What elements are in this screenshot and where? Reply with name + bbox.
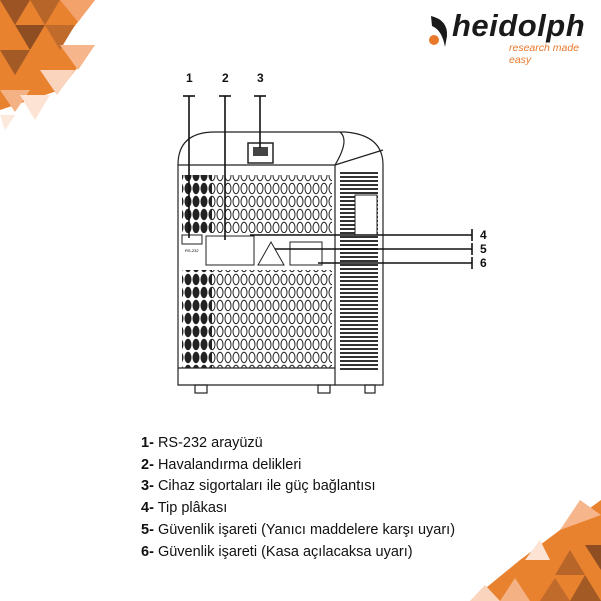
legend-item: 6- Güvenlik işareti (Kasa açılacaksa uya… <box>141 543 413 560</box>
callout-number-6: 6 <box>480 256 487 270</box>
legend-item: 2- Havalandırma delikleri <box>141 456 302 473</box>
logo-wordmark: heidolph <box>452 8 586 43</box>
callout-number-4: 4 <box>480 228 487 242</box>
type-plate <box>205 235 255 266</box>
callout-number-1: 1 <box>186 71 193 85</box>
callout-number-3: 3 <box>257 71 264 85</box>
warning-label-housing <box>289 241 323 266</box>
side-switch <box>354 194 378 236</box>
port-label: RS-232 <box>185 248 199 253</box>
rs232-port-icon <box>181 234 203 245</box>
legend-item: 4- Tip plâkası <box>141 500 228 517</box>
legend-item: 5- Güvenlik işareti (Yanıcı maddelere ka… <box>141 521 456 538</box>
callout-number-2: 2 <box>222 71 229 85</box>
legend-item: 3- Cihaz sigortaları ile güç bağlantısı <box>141 478 376 495</box>
legend-item: 1- RS-232 arayüzü <box>141 435 263 451</box>
callout-lines <box>183 95 473 269</box>
corner-triangles-top-left <box>0 0 95 130</box>
corner-triangles-bottom-right <box>470 500 601 601</box>
device-front-panel <box>177 165 336 386</box>
warning-triangle-icon <box>257 240 285 266</box>
callout-number-5: 5 <box>480 242 487 256</box>
legend-list: 1- RS-232 arayüzü 2- Havalandırma delikl… <box>141 433 455 563</box>
logo-tagline: research made easy <box>509 42 580 66</box>
heidolph-logo-mark <box>428 14 450 48</box>
